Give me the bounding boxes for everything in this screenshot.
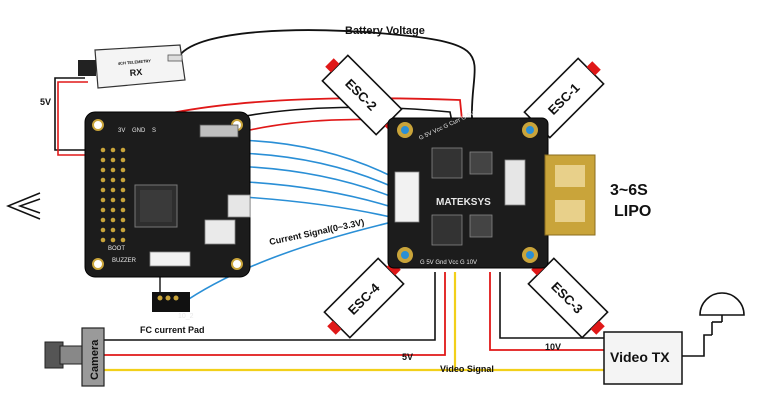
- vtx-gnd-wire: [499, 272, 605, 339]
- pdb-bottom-pins: G 5V Gnd Vcc G 10V: [420, 260, 477, 266]
- esc-4: ESC-4: [323, 257, 405, 339]
- fc-boot-label: BOOT: [108, 246, 125, 252]
- rx-5v-wire: [54, 77, 95, 151]
- rx-5v-label: 5V: [40, 97, 51, 107]
- fc-bottom-connector: [149, 251, 191, 267]
- video-tx: Video TX: [603, 331, 712, 385]
- battery-voltage-wire: [179, 29, 476, 119]
- lipo-cells-label: 3~6S: [610, 182, 648, 199]
- vtx-10v-wire: [489, 272, 605, 351]
- fc-pin-label-3v: 3V: [118, 128, 125, 134]
- fc-current-pad: 10_2: [152, 292, 194, 320]
- fc-usb-connector: [227, 194, 251, 218]
- ten-v-label: 10V: [545, 342, 561, 352]
- camera-5v-label: 5V: [402, 352, 413, 362]
- chevron-left-icon: [6, 192, 41, 220]
- video-tx-label: Video TX: [610, 349, 670, 365]
- video-signal-label: Video Signal: [440, 364, 494, 374]
- camera-5v-wire-red: [100, 272, 446, 356]
- flight-controller: 3V GND S BOOT BUZZER: [84, 111, 251, 278]
- camera: Camera: [44, 327, 105, 387]
- battery-voltage-label: Battery Voltage: [345, 25, 425, 37]
- pad-10-label: 10_2: [178, 313, 194, 320]
- rx-receiver: RX 4CH TELEMETRY: [78, 44, 186, 89]
- fc-pin-label-s: S: [152, 128, 156, 134]
- fc-pin-label-gnd: GND: [132, 128, 146, 134]
- rx-small-label: 4CH TELEMETRY: [118, 58, 152, 66]
- camera-5v-wire-black: [100, 272, 436, 341]
- camera-label: Camera: [89, 339, 101, 380]
- fc-current-pad-label: FC current Pad: [140, 325, 205, 335]
- power-distribution-board: MATEKSYS G 5V Vcc G Curr G 5V G 5V Gnd V…: [387, 111, 596, 269]
- fc-buzzer-label: BUZZER: [112, 258, 137, 264]
- rx-label: RX: [129, 67, 142, 78]
- fc-side-connector: [204, 219, 236, 245]
- fc-pin-header: [100, 147, 126, 243]
- antenna-icon: [699, 292, 745, 335]
- mateksys-label: MATEKSYS: [436, 197, 491, 208]
- rx-5v-wire-red: [57, 81, 95, 156]
- fc-top-connector: [199, 124, 239, 138]
- esc-3: ESC-3: [527, 257, 609, 339]
- lipo-label: LIPO: [614, 203, 651, 220]
